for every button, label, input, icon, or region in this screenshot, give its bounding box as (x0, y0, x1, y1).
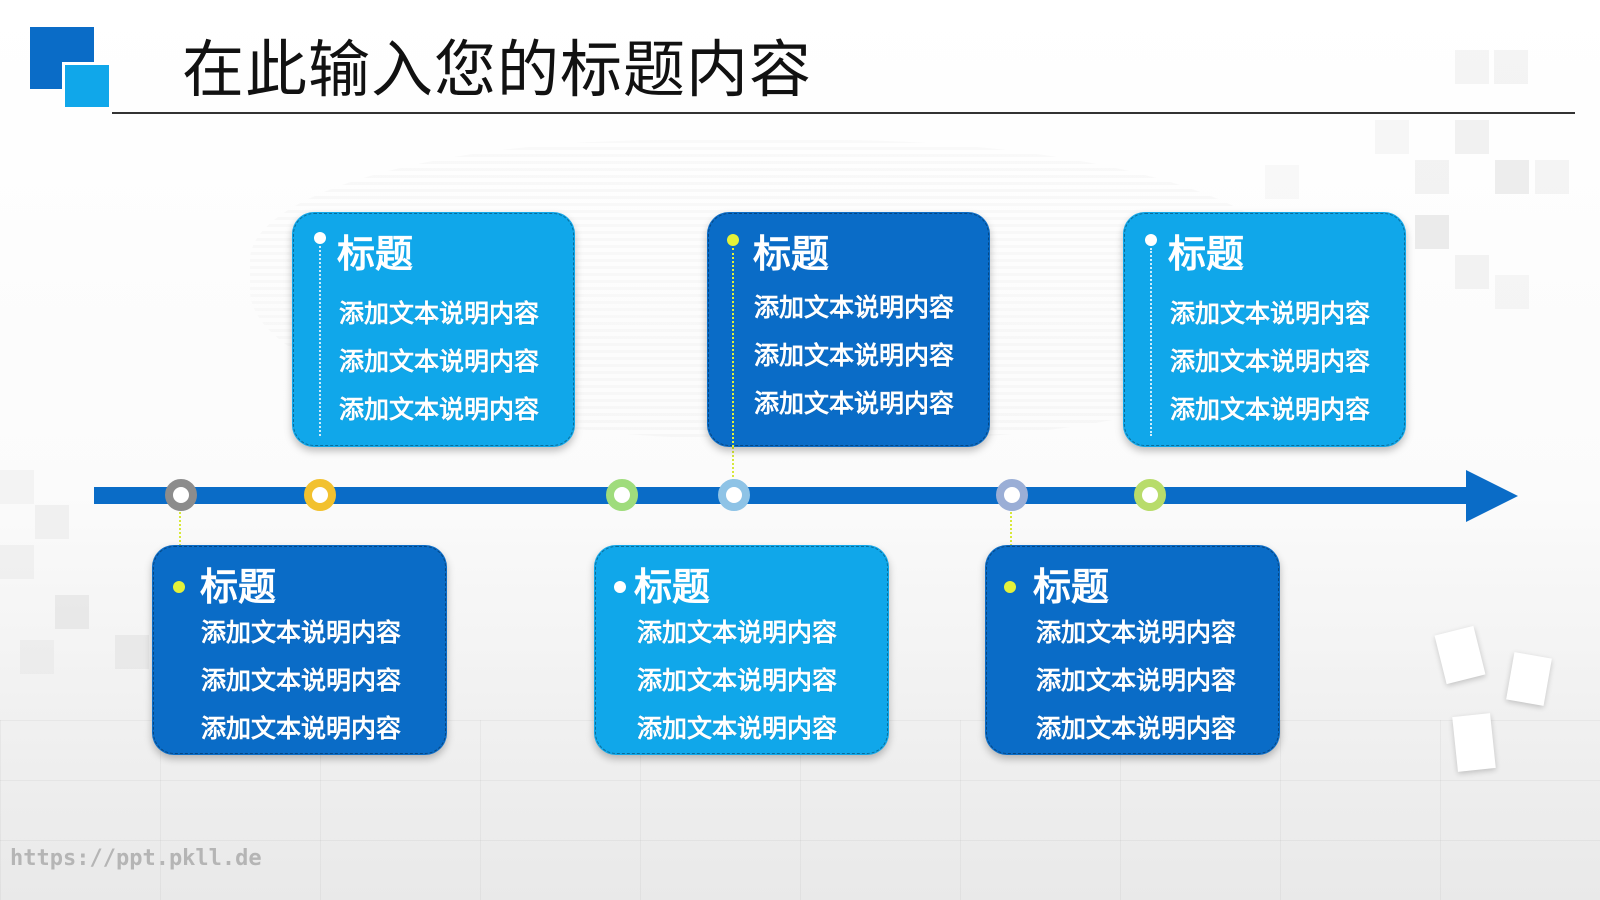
decor-tile (55, 595, 89, 629)
decor-tile (1415, 160, 1449, 194)
card-title: 标题 (634, 565, 711, 609)
card-bullet-icon (614, 581, 626, 593)
decor-tile (1494, 50, 1528, 84)
card-text-line: 添加文本说明内容 (339, 347, 540, 376)
decor-tile (1455, 50, 1489, 84)
timeline-card: 标题 添加文本说明内容 添加文本说明内容 添加文本说明内容 (1123, 212, 1406, 447)
card-bullet-icon (314, 232, 326, 244)
card-text-line: 添加文本说明内容 (1170, 299, 1371, 328)
card-text-line: 添加文本说明内容 (754, 293, 955, 322)
card-text-line: 添加文本说明内容 (1170, 347, 1371, 376)
decor-tile (1452, 713, 1496, 772)
card-text-line: 添加文本说明内容 (754, 341, 955, 370)
decor-tile (1375, 120, 1409, 154)
title-underline (112, 112, 1575, 114)
card-bullet-icon (727, 234, 739, 246)
card-text-line: 添加文本说明内容 (1036, 666, 1237, 695)
decor-tile (20, 640, 54, 674)
timeline-node (996, 479, 1028, 511)
connector-line (1010, 496, 1012, 586)
timeline-node (606, 479, 638, 511)
card-dotted-line (319, 246, 321, 436)
decor-tile (1265, 165, 1299, 199)
timeline-node (304, 479, 336, 511)
card-bullet-icon (1004, 581, 1016, 593)
card-title: 标题 (1033, 565, 1110, 609)
card-title: 标题 (1168, 232, 1245, 276)
card-text-line: 添加文本说明内容 (637, 666, 838, 695)
decor-tile (1434, 625, 1486, 685)
decor-tile (1415, 215, 1449, 249)
page-title: 在此输入您的标题内容 (182, 33, 813, 106)
card-title: 标题 (753, 232, 830, 276)
connector-line (179, 496, 181, 586)
card-text-line: 添加文本说明内容 (201, 618, 402, 647)
card-text-line: 添加文本说明内容 (339, 299, 540, 328)
decor-tile (0, 545, 34, 579)
decor-tile (1506, 652, 1552, 706)
decor-tile (1455, 120, 1489, 154)
card-text-line: 添加文本说明内容 (1036, 714, 1237, 743)
card-bullet-icon (1145, 234, 1157, 246)
card-text-line: 添加文本说明内容 (754, 389, 955, 418)
timeline-card: 标题 添加文本说明内容 添加文本说明内容 添加文本说明内容 (594, 545, 889, 755)
decor-tile (1495, 275, 1529, 309)
card-text-line: 添加文本说明内容 (339, 395, 540, 424)
decor-tile (1495, 160, 1529, 194)
timeline-node (1134, 479, 1166, 511)
card-text-line: 添加文本说明内容 (201, 714, 402, 743)
card-title: 标题 (200, 565, 277, 609)
card-dotted-line (1150, 248, 1152, 436)
decor-tile (1455, 255, 1489, 289)
decor-tile (115, 635, 149, 669)
card-text-line: 添加文本说明内容 (1170, 395, 1371, 424)
card-text-line: 添加文本说明内容 (201, 666, 402, 695)
timeline-card: 标题 添加文本说明内容 添加文本说明内容 添加文本说明内容 (292, 212, 575, 447)
card-text-line: 添加文本说明内容 (637, 618, 838, 647)
logo-square-light (62, 62, 109, 107)
card-text-line: 添加文本说明内容 (637, 714, 838, 743)
timeline-arrow-icon (1466, 470, 1518, 522)
card-text-line: 添加文本说明内容 (1036, 618, 1237, 647)
timeline-card: 标题 添加文本说明内容 添加文本说明内容 添加文本说明内容 (152, 545, 447, 755)
timeline-axis (94, 487, 1474, 504)
card-bullet-icon (173, 581, 185, 593)
timeline-card: 标题 添加文本说明内容 添加文本说明内容 添加文本说明内容 (985, 545, 1280, 755)
watermark-url: https://ppt.pkll.de (10, 846, 262, 871)
card-title: 标题 (337, 232, 414, 276)
decor-tile (35, 505, 69, 539)
timeline-card: 标题 添加文本说明内容 添加文本说明内容 添加文本说明内容 (707, 212, 990, 447)
card-dotted-line (732, 248, 734, 447)
decor-tile (1535, 160, 1569, 194)
timeline-node (165, 479, 197, 511)
timeline-node (718, 479, 750, 511)
decor-tile (0, 470, 34, 504)
